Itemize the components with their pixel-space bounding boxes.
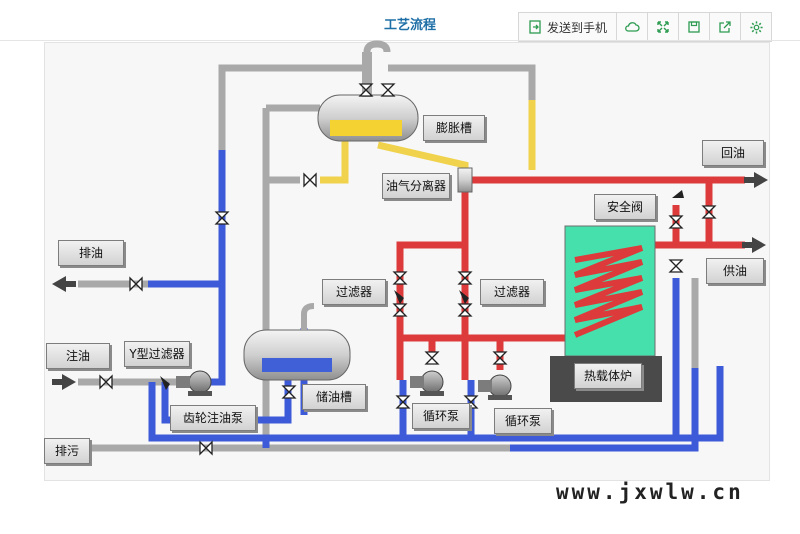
toolbar: 发送到手机 [518, 12, 773, 42]
oil-gas-separator [457, 167, 473, 193]
label-safety-valve: 安全阀 [594, 194, 656, 220]
expansion-tank [317, 40, 419, 142]
valves [99, 83, 717, 456]
storage-tank [243, 303, 351, 381]
save-icon [688, 21, 700, 33]
settings-button[interactable] [741, 13, 771, 41]
label-drain-oil: 排油 [58, 240, 124, 266]
share-icon [719, 21, 731, 33]
label-supply-oil: 供油 [706, 258, 764, 284]
label-sewage: 排污 [44, 438, 90, 464]
gear-pump-shape [176, 370, 212, 396]
flow-arrows [52, 172, 768, 390]
watermark: www.jxwlw.cn [556, 480, 744, 504]
label-circulation-pump-right: 循环泵 [494, 408, 552, 434]
send-to-phone-label: 发送到手机 [547, 20, 608, 35]
filter-symbols [160, 190, 684, 390]
label-return-oil: 回油 [702, 140, 764, 166]
send-to-phone-button[interactable]: 发送到手机 [519, 13, 618, 41]
label-inject-oil: 注油 [46, 343, 110, 369]
cloud-button[interactable] [617, 13, 649, 41]
label-circulation-pump-left: 循环泵 [412, 403, 470, 429]
label-storage-tank: 储油槽 [302, 384, 366, 410]
label-filter-right: 过滤器 [480, 279, 544, 305]
settings-icon [749, 20, 763, 34]
label-oil-gas-separator: 油气分离器 [382, 173, 450, 199]
label-filter-left: 过滤器 [322, 279, 386, 305]
cloud-icon [625, 22, 640, 32]
send-icon [529, 20, 541, 34]
save-button[interactable] [679, 13, 711, 41]
circulation-pump-left-shape [410, 370, 444, 396]
header-divider [0, 40, 800, 41]
expand-button[interactable] [648, 13, 680, 41]
label-heat-carrier-furnace: 热载体炉 [574, 363, 642, 389]
expand-icon [657, 21, 669, 33]
circulation-pump-right-shape [478, 374, 512, 400]
share-button[interactable] [710, 13, 742, 41]
label-expansion-tank: 膨胀槽 [423, 115, 485, 141]
heat-carrier-furnace [550, 225, 662, 402]
page-title: 工艺流程 [383, 18, 436, 33]
label-gear-pump: 齿轮注油泵 [170, 405, 256, 431]
label-y-filter: Y型过滤器 [124, 341, 190, 367]
